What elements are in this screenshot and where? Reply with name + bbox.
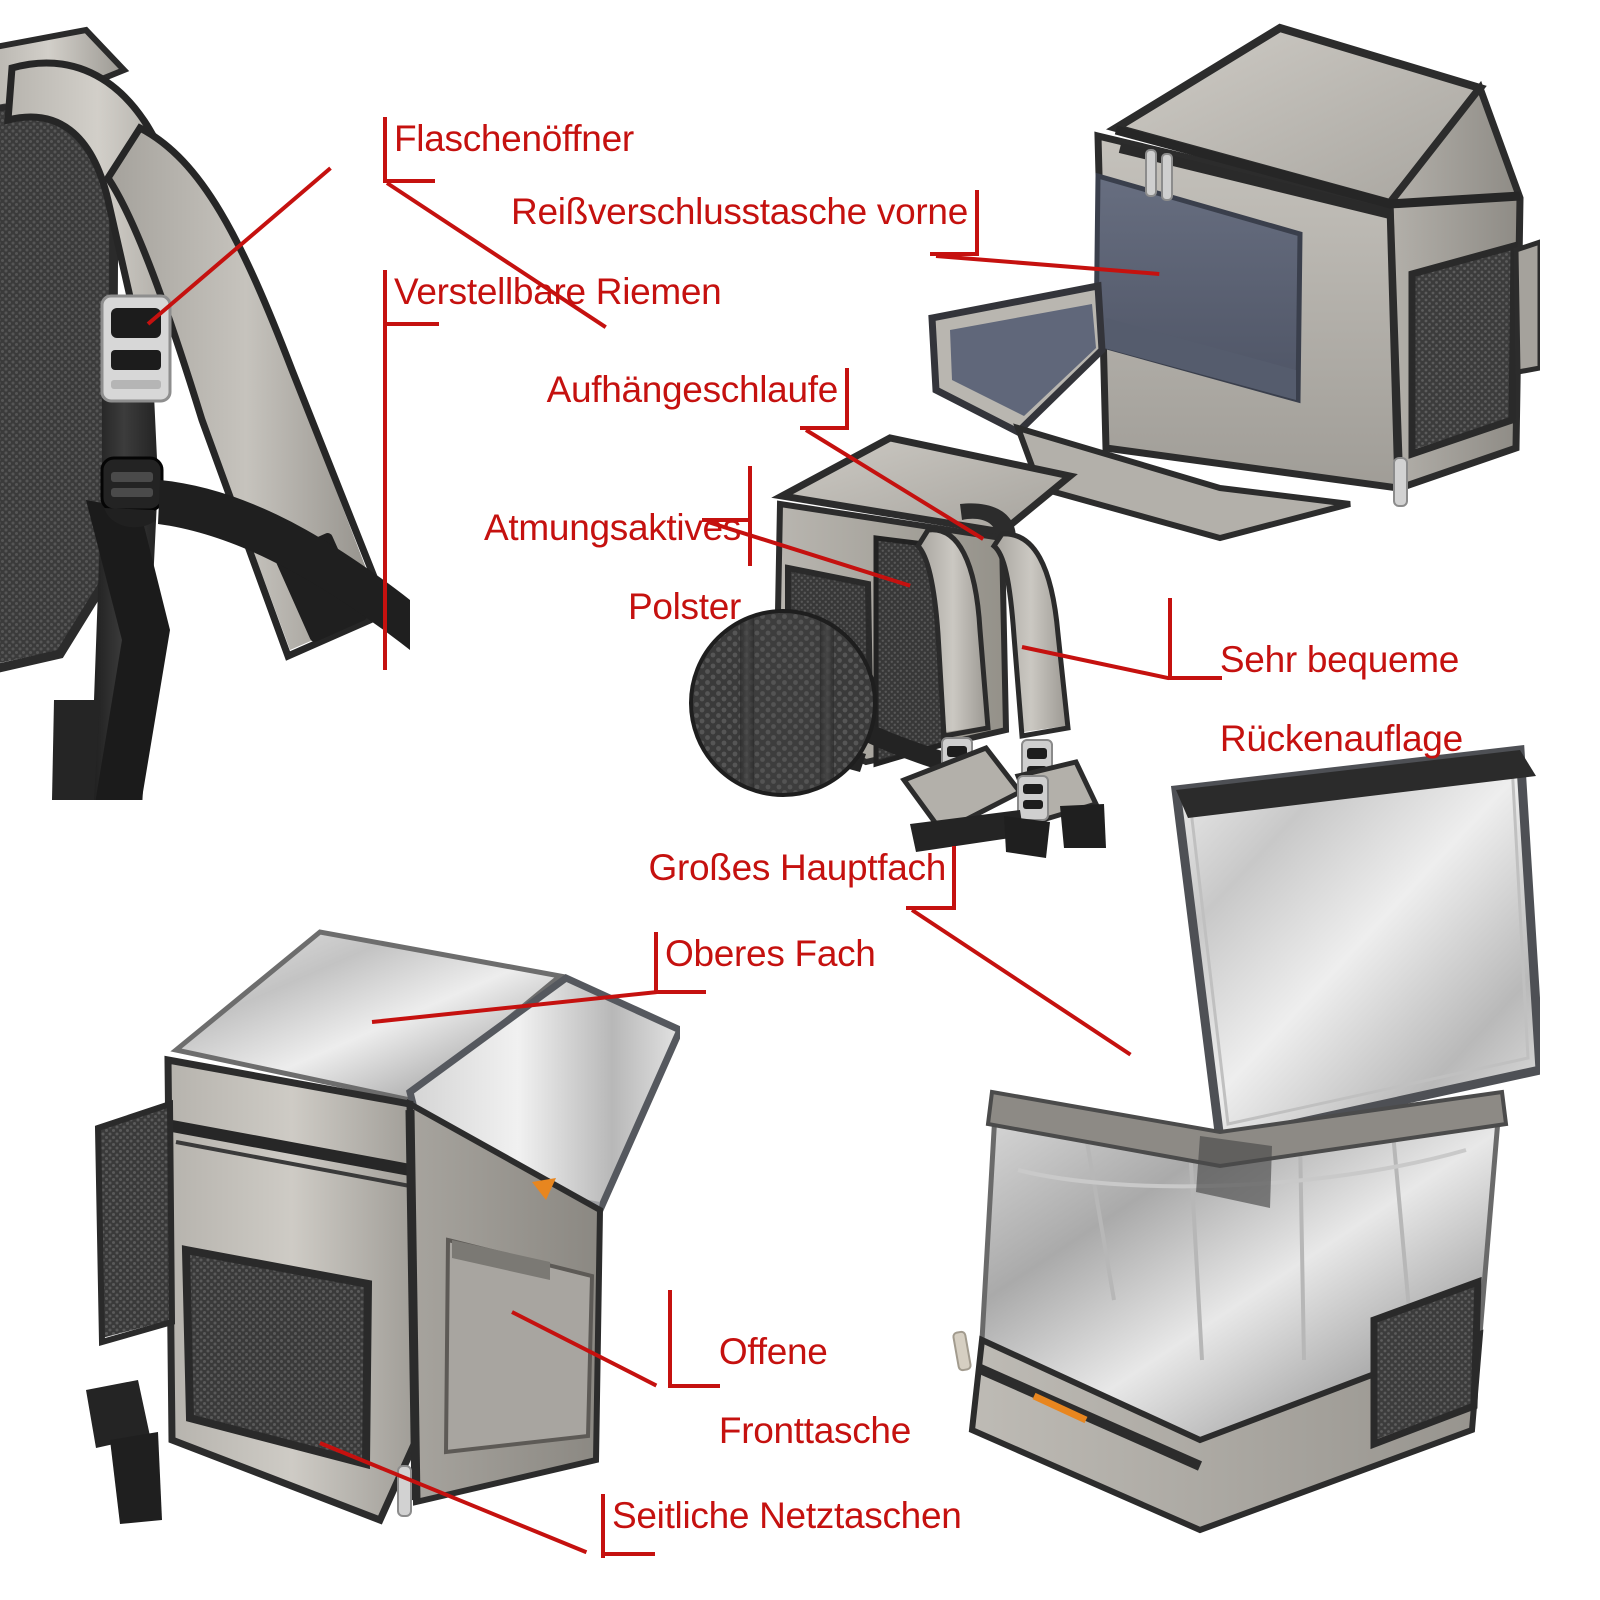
- leader-underline-rueckenauflage: [1168, 676, 1222, 680]
- label-sehr-bequeme-rueckenauflage: Sehr bequeme Rückenauflage: [1180, 600, 1463, 798]
- leader-underline-verstellbare-riemen: [383, 322, 439, 326]
- photo-side-straps-view: [0, 10, 410, 800]
- leader-underline-atmungsaktives-polster: [702, 518, 751, 522]
- label-rueckenauflage-line2: Rückenauflage: [1219, 717, 1463, 759]
- label-grosses-hauptfach: Großes Hauptfach: [648, 847, 946, 888]
- photo-top-flap-open-view: [80, 880, 680, 1570]
- leader-underline-reissverschlusstasche: [930, 252, 979, 256]
- label-flaschenoeffner: Flaschenöffner: [394, 118, 634, 159]
- label-reissverschlusstasche-vorne: Reißverschlusstasche vorne: [511, 191, 968, 232]
- leader-tick-rueckenauflage: [1168, 598, 1172, 680]
- label-oberes-fach: Oberes Fach: [665, 933, 876, 974]
- leader-tick-offene-fronttasche: [668, 1290, 672, 1388]
- leader-tick-grosses-hauptfach: [952, 846, 956, 910]
- leader-tick-flaschenoeffner: [383, 117, 387, 183]
- leader-tick-aufhaengeschlaufe: [845, 368, 849, 430]
- leader-underline-oberes-fach: [654, 990, 706, 994]
- label-rueckenauflage-line1: Sehr bequeme: [1219, 638, 1460, 680]
- photo-main-compartment-open-view: [900, 740, 1540, 1540]
- label-offene-fronttasche-line2: Fronttasche: [718, 1409, 911, 1451]
- label-verstellbare-riemen: Verstellbare Riemen: [394, 271, 722, 312]
- label-seitliche-netztaschen: Seitliche Netztaschen: [612, 1495, 962, 1536]
- leader-tick-verstellbare-riemen: [383, 270, 387, 332]
- leader-underline-seitliche-netztaschen: [601, 1552, 655, 1556]
- label-offene-fronttasche: Offene Fronttasche: [679, 1292, 911, 1490]
- label-offene-fronttasche-line1: Offene: [718, 1330, 828, 1372]
- label-atmungsaktives-polster-line2: Polster: [627, 585, 741, 627]
- label-atmungsaktives-polster-line1: Atmungsaktives: [484, 506, 741, 548]
- photo-front-pocket-open-view: [920, 18, 1540, 588]
- label-aufhaengeschlaufe: Aufhängeschlaufe: [546, 369, 839, 410]
- leader-underline-aufhaengeschlaufe: [800, 426, 849, 430]
- photo-mesh-closeup-inset: [688, 608, 878, 798]
- leader-tick-seitliche-netztaschen: [601, 1494, 605, 1558]
- leader-vertical-verstellbare-riemen: [383, 322, 387, 670]
- leader-underline-flaschenoeffner: [383, 179, 435, 183]
- leader-tick-reissverschlusstasche: [975, 190, 979, 256]
- leader-tick-oberes-fach: [654, 932, 658, 994]
- leader-underline-offene-fronttasche: [668, 1384, 720, 1388]
- leader-tick-atmungsaktives-polster: [748, 466, 752, 566]
- label-atmungsaktives-polster: Atmungsaktives Polster: [400, 468, 741, 666]
- leader-underline-grosses-hauptfach: [906, 906, 956, 910]
